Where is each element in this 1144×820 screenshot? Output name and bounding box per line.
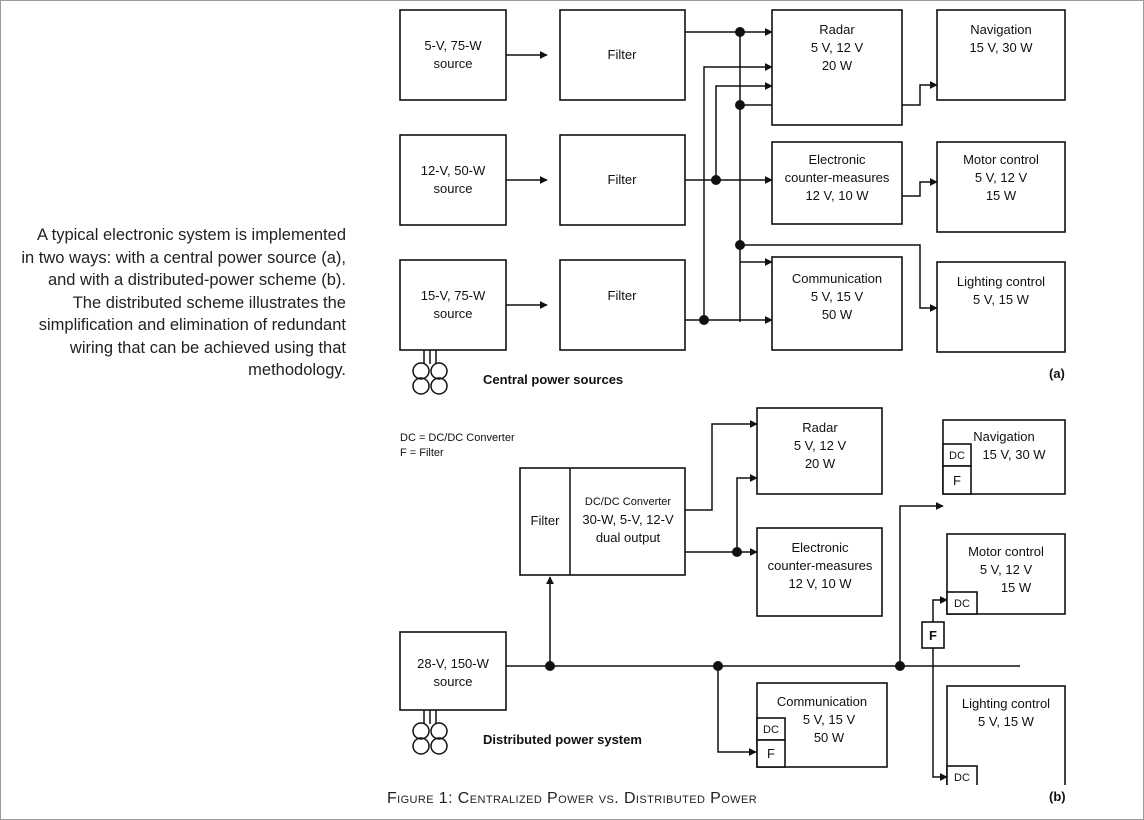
distributed-diagram-label: Distributed power system [483, 732, 642, 747]
panel-a-tag: (a) [1049, 366, 1065, 381]
ecm-rating: 12 V, 10 W [805, 188, 869, 203]
converter-title: DC/DC Converter [585, 496, 672, 508]
power-plug-icon [412, 710, 448, 755]
ecm-title: Electronic [791, 540, 849, 555]
communication-title: Communication [792, 271, 882, 286]
source-28v-line2: source [433, 674, 472, 689]
nav-f-tag: F [953, 473, 961, 488]
filter-3: Filter [559, 259, 686, 351]
legend: DC = DC/DC Converter F = Filter [400, 432, 515, 459]
motor-title: Motor control [963, 152, 1039, 167]
load-radar: Radar 5 V, 12 V 20 W [756, 407, 883, 495]
source-15v-line1: 15-V, 75-W [421, 288, 486, 303]
filter-2: Filter [559, 134, 686, 226]
load-communication: Communication 5 V, 15 V 50 W DC F [756, 682, 888, 768]
load-ecm: Electronic counter-measures 12 V, 10 W [756, 527, 883, 617]
communication-power: 50 W [822, 307, 853, 322]
distributed-wiring [506, 420, 1020, 781]
ecm-subtitle: counter-measures [785, 170, 890, 185]
navigation-rating: 15 V, 30 W [982, 447, 1046, 462]
motor-power: 15 W [986, 188, 1017, 203]
converter-rating: 30-W, 5-V, 12-V [582, 512, 674, 527]
ecm-rating: 12 V, 10 W [788, 576, 852, 591]
filter-2-label: Filter [608, 172, 638, 187]
source-5v-line1: 5-V, 75-W [424, 38, 482, 53]
navigation-rating: 15 V, 30 W [969, 40, 1033, 55]
converter-filter-label: Filter [531, 513, 561, 528]
load-lighting-control: Lighting control 5 V, 15 W DC [946, 685, 1066, 785]
figure-caption: A typical electronic system is implement… [21, 226, 346, 379]
load-motor-control: Motor control 5 V, 12 V 15 W [936, 141, 1066, 233]
communication-voltage: 5 V, 15 V [811, 289, 864, 304]
load-navigation: Navigation 15 V, 30 W [936, 9, 1066, 101]
filter-1-label: Filter [608, 47, 638, 62]
radar-voltage: 5 V, 12 V [811, 40, 864, 55]
lighting-rating: 5 V, 15 W [973, 292, 1030, 307]
lighting-title: Lighting control [962, 696, 1050, 711]
motor-dc-tag: DC [954, 598, 970, 610]
radar-voltage: 5 V, 12 V [794, 438, 847, 453]
source-5v-line2: source [433, 56, 472, 71]
figure-title: Figure 1: Centralized Power vs. Distribu… [386, 790, 758, 807]
load-navigation: Navigation 15 V, 30 W DC F [942, 419, 1066, 495]
communication-voltage: 5 V, 15 V [803, 712, 856, 727]
source-12v-line2: source [433, 181, 472, 196]
distributed-power-diagram: DC = DC/DC Converter F = Filter 28-V, 15… [399, 407, 1066, 785]
comm-f-tag: F [767, 746, 775, 761]
filter-dcdc-converter: Filter DC/DC Converter 30-W, 5-V, 12-V d… [519, 467, 686, 576]
legend-dc: DC = DC/DC Converter [400, 432, 515, 444]
source-5v-75w: 5-V, 75-W source [399, 9, 507, 101]
legend-f: F = Filter [400, 447, 444, 459]
shared-filter-label: F [929, 628, 937, 643]
nav-dc-tag: DC [949, 450, 965, 462]
communication-power: 50 W [814, 730, 845, 745]
shared-filter: F [921, 621, 945, 649]
load-ecm: Electronic counter-measures 12 V, 10 W [771, 141, 903, 225]
source-28v-line1: 28-V, 150-W [417, 656, 490, 671]
source-12v-line1: 12-V, 50-W [421, 163, 486, 178]
lighting-dc-tag: DC [954, 772, 970, 784]
comm-dc-tag: DC [763, 724, 779, 736]
radar-title: Radar [819, 22, 855, 37]
load-communication: Communication 5 V, 15 V 50 W [771, 256, 903, 351]
ecm-subtitle: counter-measures [768, 558, 873, 573]
radar-title: Radar [802, 420, 838, 435]
motor-voltage: 5 V, 12 V [980, 562, 1033, 577]
communication-title: Communication [777, 694, 867, 709]
motor-title: Motor control [968, 544, 1044, 559]
motor-power: 15 W [1001, 580, 1032, 595]
lighting-rating: 5 V, 15 W [978, 714, 1035, 729]
power-plug-icon [412, 350, 448, 395]
source-15v-75w: 15-V, 75-W source [399, 259, 507, 351]
radar-power: 20 W [805, 456, 836, 471]
source-28v-150w: 28-V, 150-W source [399, 631, 507, 711]
load-motor-control: Motor control 5 V, 12 V 15 W DC [946, 533, 1066, 615]
central-diagram-label: Central power sources [483, 372, 623, 387]
lighting-title: Lighting control [957, 274, 1045, 289]
converter-output: dual output [596, 530, 661, 545]
source-15v-line2: source [433, 306, 472, 321]
load-lighting-control: Lighting control 5 V, 15 W [936, 261, 1066, 353]
navigation-title: Navigation [970, 22, 1031, 37]
source-12v-50w: 12-V, 50-W source [399, 134, 507, 226]
panel-b-tag: (b) [1049, 789, 1066, 804]
central-power-diagram: 5-V, 75-W source 12-V, 50-W source 15-V,… [399, 9, 1066, 395]
filter-1: Filter [559, 9, 686, 101]
power-distribution-diagram: 5-V, 75-W source 12-V, 50-W source 15-V,… [399, 9, 1066, 785]
radar-power: 20 W [822, 58, 853, 73]
ecm-title: Electronic [808, 152, 866, 167]
navigation-title: Navigation [973, 429, 1034, 444]
motor-voltage: 5 V, 12 V [975, 170, 1028, 185]
filter-3-label: Filter [608, 288, 638, 303]
load-radar: Radar 5 V, 12 V 20 W [771, 9, 903, 126]
